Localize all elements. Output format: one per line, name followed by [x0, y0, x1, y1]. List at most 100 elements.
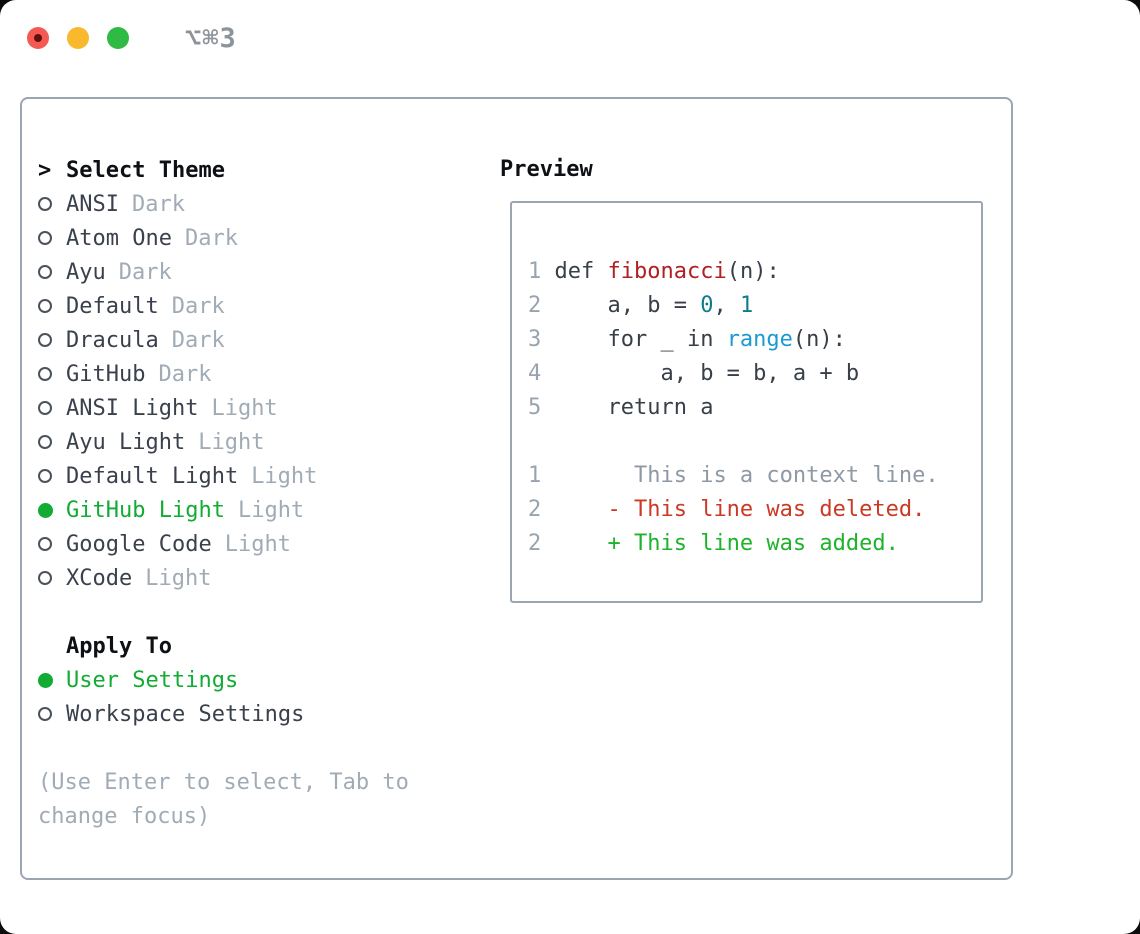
radio-icon [38, 401, 52, 415]
radio-slot [38, 197, 66, 211]
minimize-button[interactable] [67, 27, 89, 49]
theme-name: Default Light [66, 463, 239, 489]
theme-variant-tag: Dark [158, 361, 212, 387]
code-token: a, b = [554, 293, 701, 318]
code-token: def [554, 259, 608, 284]
code-line: 5 return a [528, 391, 939, 425]
radio-icon [38, 571, 52, 585]
line-number: 4 [528, 361, 542, 386]
radio-slot [38, 469, 66, 483]
zoom-button[interactable] [107, 27, 129, 49]
theme-name: XCode [66, 565, 133, 591]
radio-slot [38, 571, 66, 585]
line-number-gap [541, 531, 554, 556]
radio-slot [38, 299, 66, 313]
theme-name: ANSI [66, 191, 119, 217]
code-token: range [726, 327, 793, 352]
theme-option-ansi-dark[interactable]: ANSI Dark [38, 187, 409, 221]
radio-slot [38, 333, 66, 347]
radio-selected-icon [38, 502, 53, 518]
theme-option-dracula-dark[interactable]: Dracula Dark [38, 323, 409, 357]
line-number-gap [528, 429, 541, 454]
close-button-dot [34, 34, 42, 42]
radio-icon [38, 707, 52, 721]
line-number: 3 [528, 327, 542, 352]
radio-slot [38, 707, 66, 721]
spacer-row [38, 595, 409, 629]
theme-name: Ayu [66, 259, 106, 285]
radio-slot [38, 435, 66, 449]
code-line: 3 for _ in range(n): [528, 323, 939, 357]
code-line [528, 425, 939, 459]
code-line: 2 a, b = 0, 1 [528, 289, 939, 323]
line-number: 2 [528, 497, 542, 522]
radio-slot [38, 401, 66, 415]
line-number: 2 [528, 293, 542, 318]
theme-variant-tag: Light [211, 395, 278, 421]
theme-name: GitHub Light [66, 497, 225, 523]
radio-slot [38, 367, 66, 381]
radio-icon [38, 469, 52, 483]
line-number-gap [541, 327, 554, 352]
apply-to-header: Apply To [38, 629, 409, 663]
apply-option-workspace-settings[interactable]: Workspace Settings [38, 697, 409, 731]
radio-icon [38, 435, 52, 449]
theme-name: Default [66, 293, 159, 319]
theme-variant-tag: Dark [171, 327, 225, 353]
code-token: , [713, 293, 740, 318]
preview-title: Preview [500, 157, 593, 182]
theme-option-ayu-dark[interactable]: Ayu Dark [38, 255, 409, 289]
theme-option-atom-one-dark[interactable]: Atom One Dark [38, 221, 409, 255]
line-number-gap [541, 463, 554, 488]
code-token: (n): [792, 327, 846, 352]
radio-slot [38, 537, 66, 551]
code-token: (n): [726, 259, 780, 284]
close-button[interactable] [27, 27, 49, 49]
radio-icon [38, 537, 52, 551]
code-line: 4 a, b = b, a + b [528, 357, 939, 391]
titlebar: ⌥⌘3 [27, 23, 237, 54]
radio-icon [38, 265, 52, 279]
theme-variant-tag: Dark [184, 225, 238, 251]
code-token: for _ in [554, 327, 727, 352]
hint-text-line: change focus) [38, 803, 211, 829]
code-token: a, b = b, a + b [554, 361, 860, 386]
theme-variant-tag: Dark [131, 191, 185, 217]
apply-option-user-settings[interactable]: User Settings [38, 663, 409, 697]
radio-icon [38, 197, 52, 211]
spacer-row [38, 731, 409, 765]
line-number-gap [541, 395, 554, 420]
apply-option-label: User Settings [66, 667, 239, 693]
code-token: - This line was deleted. [554, 497, 926, 522]
theme-variant-tag: Light [198, 429, 265, 455]
line-number: 2 [528, 531, 542, 556]
radio-slot [38, 672, 66, 688]
line-number-gap [541, 361, 554, 386]
radio-icon [38, 367, 52, 381]
code-line: 2 - This line was deleted. [528, 493, 939, 527]
theme-name: Atom One [66, 225, 172, 251]
theme-variant-tag: Dark [171, 293, 225, 319]
code-token: 1 [739, 293, 754, 318]
theme-option-default-dark[interactable]: Default Dark [38, 289, 409, 323]
radio-slot [38, 231, 66, 245]
theme-variant-tag: Dark [118, 259, 172, 285]
code-token: return a [554, 395, 714, 420]
theme-name: Dracula [66, 327, 159, 353]
code-line: 2 + This line was added. [528, 527, 939, 561]
radio-selected-icon [38, 672, 53, 688]
hint-text-line: (Use Enter to select, Tab to [38, 769, 409, 795]
line-number-gap [541, 259, 554, 284]
line-number-gap [541, 497, 554, 522]
